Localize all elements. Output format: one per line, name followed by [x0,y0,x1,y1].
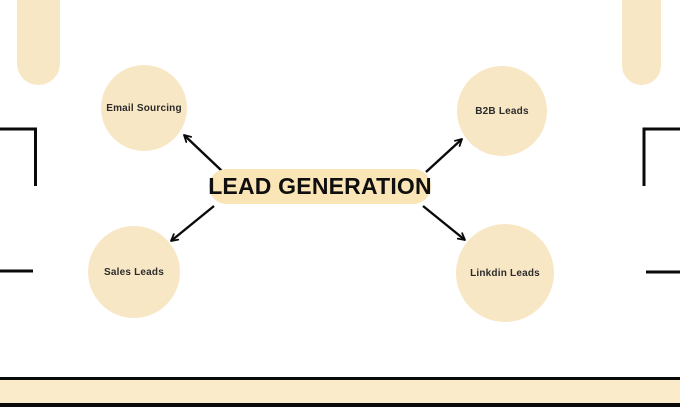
decor-pill-top-left [17,0,60,85]
arrow-to-b2b-leads [425,138,463,173]
bracket-left [0,127,37,186]
node-sales-leads: Sales Leads [88,226,180,318]
arrow-to-linkdin-leads [422,205,466,241]
node-email-sourcing-label: Email Sourcing [106,102,182,114]
node-email-sourcing: Email Sourcing [101,65,187,151]
decor-pill-top-right [622,0,661,85]
diagram-title: LEAD GENERATION [208,173,432,199]
node-b2b-leads: B2B Leads [457,66,547,156]
node-linkdin-leads-label: Linkdin Leads [470,267,540,279]
center-node-lead-generation: LEAD GENERATION [208,169,432,204]
decor-bottom-band [0,377,680,407]
node-b2b-leads-label: B2B Leads [475,105,529,117]
arrow-to-sales-leads [170,205,215,242]
bracket-right [642,127,680,186]
node-linkdin-leads: Linkdin Leads [456,224,554,322]
node-sales-leads-label: Sales Leads [103,266,164,278]
arrow-to-email-sourcing [183,134,223,172]
